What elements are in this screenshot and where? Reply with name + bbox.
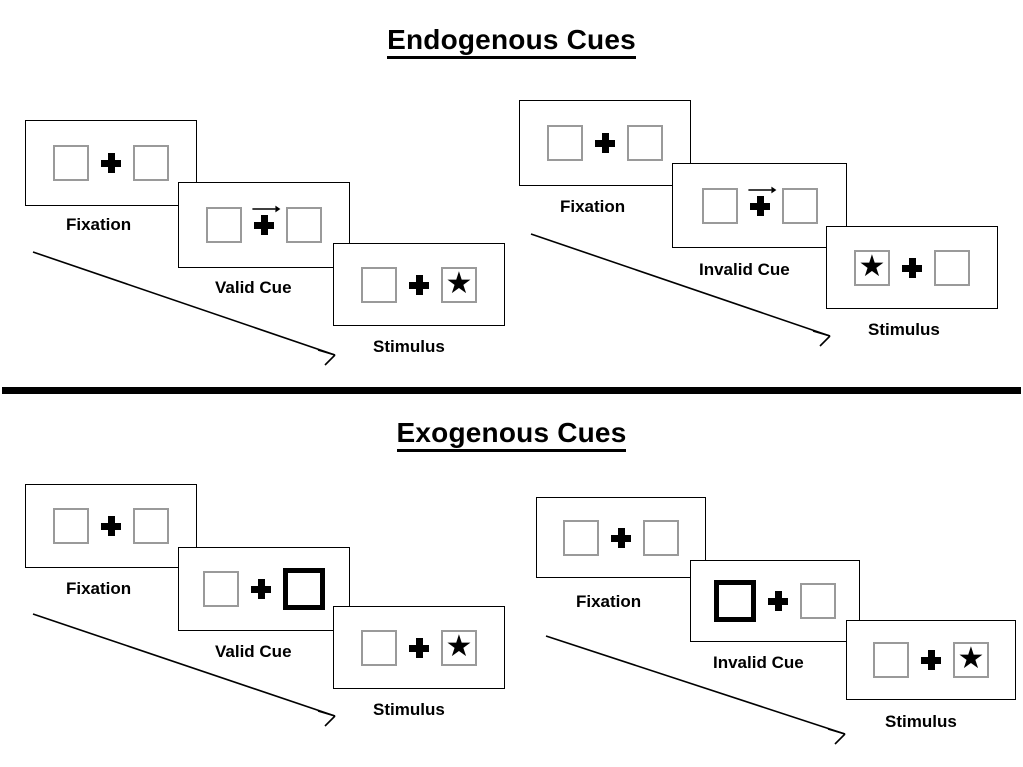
panel-exogenous-invalid-fixation bbox=[536, 497, 706, 578]
panel-label-exogenous-invalid-cue: Invalid Cue bbox=[713, 653, 804, 672]
section-title-exogenous-text: Exogenous Cues bbox=[396, 417, 627, 452]
fixation-cross-area bbox=[599, 516, 643, 560]
fixation-cross-icon bbox=[409, 637, 429, 658]
stimulus-display-row: ★ bbox=[854, 246, 970, 290]
cued-box-right bbox=[283, 568, 325, 610]
stimulus-display-row bbox=[53, 504, 169, 548]
panel-label-endogenous-valid-stimulus: Stimulus bbox=[373, 337, 445, 356]
panel-label-endogenous-valid-cue: Valid Cue bbox=[215, 278, 292, 297]
fixation-cross-area bbox=[738, 184, 782, 228]
panel-label-exogenous-valid-fixation: Fixation bbox=[66, 579, 132, 598]
right-arrow-icon bbox=[252, 205, 281, 213]
placeholder-box-left bbox=[547, 125, 583, 161]
stimulus-display-row bbox=[206, 203, 322, 247]
fixation-cross-icon bbox=[749, 195, 770, 216]
placeholder-box-right bbox=[643, 519, 679, 556]
stimulus-display-row: ★ bbox=[361, 626, 477, 670]
fixation-cross-icon bbox=[768, 591, 788, 611]
panel-endogenous-valid-cue bbox=[178, 182, 350, 268]
panel-endogenous-valid-fixation bbox=[25, 120, 197, 206]
section-title-exogenous: Exogenous Cues bbox=[0, 417, 1023, 452]
fixation-cross-icon bbox=[611, 527, 631, 548]
stimulus-display-row: ★ bbox=[873, 638, 989, 682]
panel-exogenous-valid-cue bbox=[178, 547, 350, 631]
fixation-cross-icon bbox=[902, 257, 922, 278]
placeholder-box-left bbox=[361, 629, 397, 666]
panel-label-exogenous-invalid-fixation: Fixation bbox=[576, 592, 642, 611]
stimulus-display-row bbox=[701, 184, 818, 228]
fixation-cross-area bbox=[583, 121, 627, 165]
stimulus-display-row bbox=[547, 121, 663, 165]
panel-label-exogenous-invalid-stimulus: Stimulus bbox=[885, 712, 957, 731]
fixation-cross-icon bbox=[595, 133, 615, 153]
placeholder-box-right bbox=[286, 207, 322, 243]
panel-endogenous-invalid-fixation bbox=[519, 100, 691, 186]
fixation-cross-area bbox=[89, 141, 133, 185]
section-divider bbox=[2, 387, 1021, 394]
fixation-cross-area bbox=[397, 626, 441, 670]
placeholder-box-left bbox=[53, 145, 89, 181]
fixation-cross-area bbox=[242, 203, 286, 247]
fixation-cross-area bbox=[239, 567, 283, 611]
placeholder-box-right bbox=[627, 125, 663, 161]
fixation-cross-area bbox=[890, 246, 934, 290]
fixation-cross-area bbox=[89, 504, 133, 548]
fixation-cross-icon bbox=[251, 579, 271, 599]
panel-exogenous-invalid-cue bbox=[690, 560, 860, 642]
stimulus-display-row bbox=[53, 141, 169, 185]
panel-endogenous-valid-stimulus: ★ bbox=[333, 243, 505, 326]
time-progression-arrow-exogenous-invalid bbox=[545, 635, 846, 745]
panel-endogenous-invalid-cue bbox=[672, 163, 847, 248]
placeholder-box-left bbox=[701, 187, 738, 224]
placeholder-box-right bbox=[781, 187, 818, 224]
placeholder-box-right bbox=[133, 508, 169, 544]
placeholder-box-left bbox=[53, 508, 89, 544]
panel-exogenous-valid-stimulus: ★ bbox=[333, 606, 505, 689]
placeholder-box-left bbox=[203, 571, 239, 607]
panel-exogenous-valid-fixation bbox=[25, 484, 197, 568]
panel-label-exogenous-valid-cue: Valid Cue bbox=[215, 642, 292, 661]
fixation-cross-icon bbox=[101, 516, 121, 536]
fixation-cross-icon bbox=[101, 153, 121, 173]
star-target-icon: ★ bbox=[445, 629, 473, 663]
target-box-right: ★ bbox=[441, 266, 477, 303]
fixation-cross-icon bbox=[254, 215, 274, 235]
panel-label-exogenous-valid-stimulus: Stimulus bbox=[373, 700, 445, 719]
star-target-icon: ★ bbox=[445, 266, 473, 300]
section-title-endogenous-text: Endogenous Cues bbox=[387, 24, 636, 59]
stimulus-display-row bbox=[563, 516, 679, 560]
placeholder-box-left bbox=[206, 207, 242, 243]
fixation-cross-area bbox=[909, 638, 953, 682]
panel-exogenous-invalid-stimulus: ★ bbox=[846, 620, 1016, 700]
target-box-left: ★ bbox=[854, 249, 890, 286]
placeholder-box-left bbox=[873, 642, 909, 678]
fixation-cross-icon bbox=[409, 274, 429, 295]
panel-label-endogenous-valid-fixation: Fixation bbox=[66, 215, 132, 234]
placeholder-box-right bbox=[934, 249, 970, 286]
section-title-endogenous: Endogenous Cues bbox=[0, 24, 1023, 59]
placeholder-box-left bbox=[563, 519, 599, 556]
panel-label-endogenous-invalid-stimulus: Stimulus bbox=[868, 320, 940, 339]
fixation-cross-icon bbox=[921, 650, 941, 670]
fixation-cross-area bbox=[756, 579, 800, 623]
stimulus-display-row: ★ bbox=[361, 263, 477, 307]
right-arrow-icon bbox=[747, 186, 776, 193]
cued-box-left bbox=[714, 580, 756, 622]
star-target-icon: ★ bbox=[957, 642, 985, 675]
panel-label-endogenous-invalid-cue: Invalid Cue bbox=[699, 260, 790, 279]
target-box-right: ★ bbox=[441, 629, 477, 666]
placeholder-box-right bbox=[800, 583, 836, 619]
placeholder-box-left bbox=[361, 266, 397, 303]
placeholder-box-right bbox=[133, 145, 169, 181]
panel-endogenous-invalid-stimulus: ★ bbox=[826, 226, 998, 309]
stimulus-display-row bbox=[714, 579, 836, 623]
fixation-cross-area bbox=[397, 263, 441, 307]
star-target-icon: ★ bbox=[858, 249, 886, 283]
stimulus-display-row bbox=[203, 567, 325, 611]
target-box-right: ★ bbox=[953, 642, 989, 678]
panel-label-endogenous-invalid-fixation: Fixation bbox=[560, 197, 626, 216]
